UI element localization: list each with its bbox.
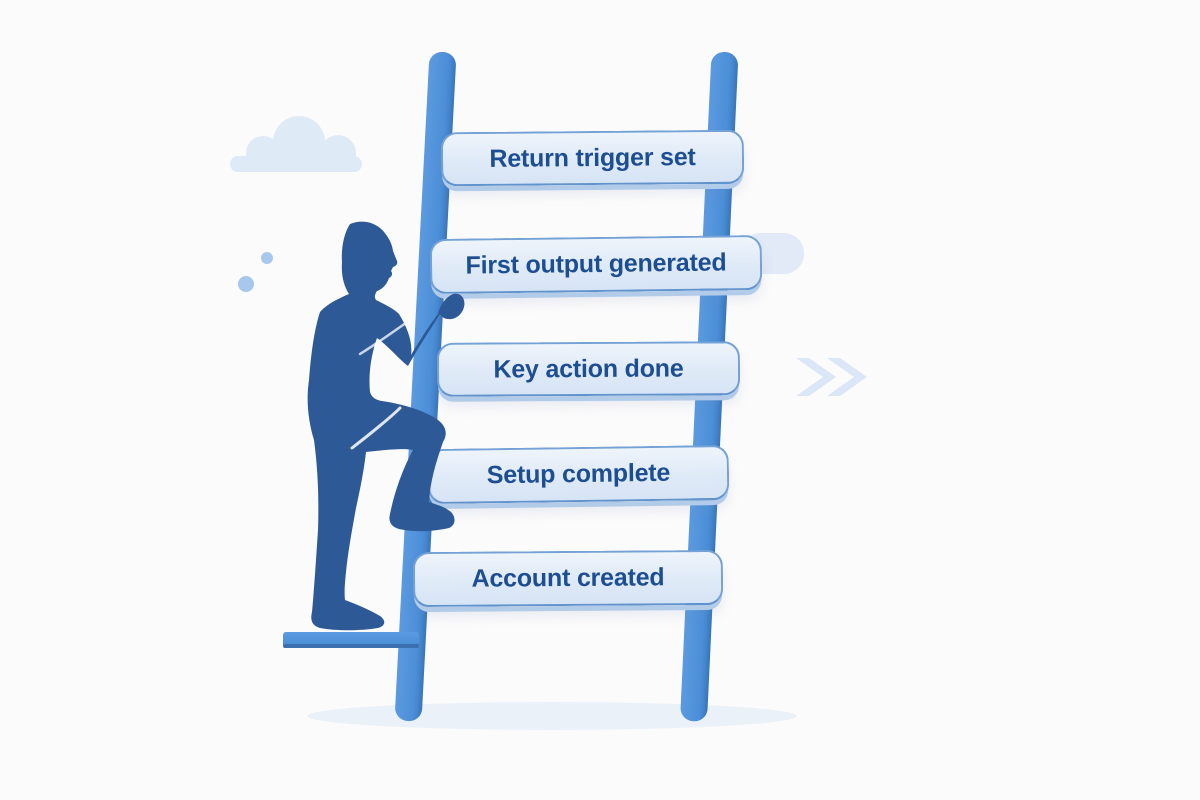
milestone-label: Key action done	[493, 354, 684, 383]
chevron-right-icons	[796, 358, 867, 396]
milestone-label: Account created	[471, 563, 665, 593]
ladder-step-plank	[283, 632, 419, 648]
milestone-rung-3: Key action done	[436, 341, 741, 397]
milestone-label: First output generated	[465, 248, 727, 280]
milestone-rung-1: Account created	[412, 549, 724, 608]
milestone-label: Return trigger set	[489, 142, 696, 173]
milestone-rung-2: Setup complete	[427, 444, 730, 505]
arm-crease-highlight	[358, 318, 412, 356]
milestone-rung-5: Return trigger set	[440, 129, 745, 187]
hip-crease-highlight	[350, 406, 402, 450]
milestone-rung-4: First output generated	[429, 234, 763, 295]
ground-shadow	[307, 702, 797, 730]
cloud-icon	[230, 116, 362, 172]
milestone-label: Setup complete	[486, 458, 671, 490]
dot-decoration-small	[261, 252, 273, 264]
dot-decoration-large	[238, 276, 254, 292]
